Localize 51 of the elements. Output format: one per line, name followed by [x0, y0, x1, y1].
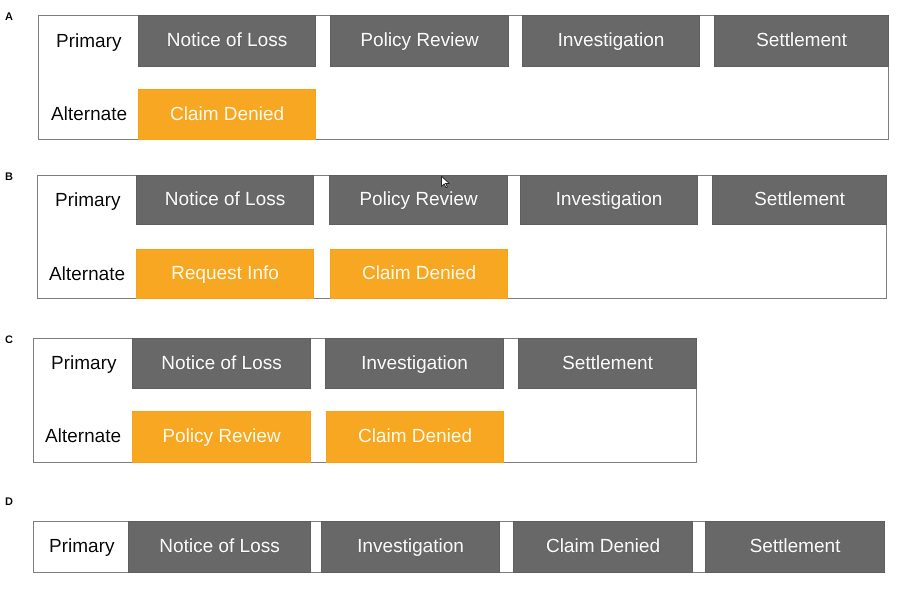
- process-step-box: [522, 15, 700, 67]
- process-step-box: [329, 175, 508, 225]
- step-label: Investigation: [558, 29, 664, 53]
- step-label: Claim Denied: [362, 262, 476, 286]
- process-step-box: [325, 338, 504, 389]
- step-label: Policy Review: [162, 425, 281, 449]
- step-label: Investigation: [556, 188, 662, 212]
- step-label: Notice of Loss: [164, 188, 286, 212]
- process-step-box: [128, 521, 311, 573]
- process-step-box: [132, 411, 311, 463]
- process-step-box: [321, 521, 500, 573]
- process-step-box: [136, 175, 314, 225]
- process-step-box: [326, 411, 504, 463]
- process-step-box: [513, 521, 693, 573]
- step-label: Investigation: [357, 535, 464, 559]
- process-step-box: [138, 15, 316, 67]
- step-label: Claim Denied: [358, 425, 472, 449]
- step-label: Claim Denied: [546, 535, 660, 559]
- process-step-box: [138, 89, 316, 140]
- row-label: Alternate: [45, 425, 122, 449]
- step-label: Settlement: [750, 535, 840, 559]
- process-step-box: [330, 249, 508, 299]
- process-step-box: [712, 175, 887, 225]
- step-label: Policy Review: [360, 29, 479, 53]
- row-label: Primary: [51, 352, 116, 376]
- process-step-box: [136, 249, 314, 299]
- option-letter: C: [5, 334, 13, 347]
- step-label: Settlement: [562, 352, 653, 376]
- step-label: Notice of Loss: [166, 29, 288, 53]
- option-letter: A: [5, 11, 13, 24]
- row-label: Primary: [55, 189, 120, 213]
- option-letter: D: [5, 496, 13, 509]
- step-label: Settlement: [754, 188, 845, 212]
- process-step-box: [330, 15, 509, 67]
- row-label: Alternate: [51, 103, 128, 127]
- row-label: Primary: [49, 535, 114, 559]
- step-label: Request Info: [171, 262, 279, 286]
- option-letter: B: [5, 171, 13, 184]
- step-label: Policy Review: [359, 188, 478, 212]
- step-label: Notice of Loss: [161, 352, 282, 376]
- row-label: Primary: [56, 30, 122, 54]
- process-step-box: [714, 15, 889, 67]
- process-step-box: [705, 521, 885, 573]
- process-step-box: [518, 338, 697, 389]
- process-step-box: [520, 175, 698, 225]
- row-label: Alternate: [49, 263, 126, 287]
- step-label: Notice of Loss: [159, 535, 280, 559]
- process-step-box: [132, 338, 311, 389]
- step-label: Investigation: [361, 352, 468, 376]
- step-label: Claim Denied: [170, 102, 284, 126]
- step-label: Settlement: [756, 29, 847, 53]
